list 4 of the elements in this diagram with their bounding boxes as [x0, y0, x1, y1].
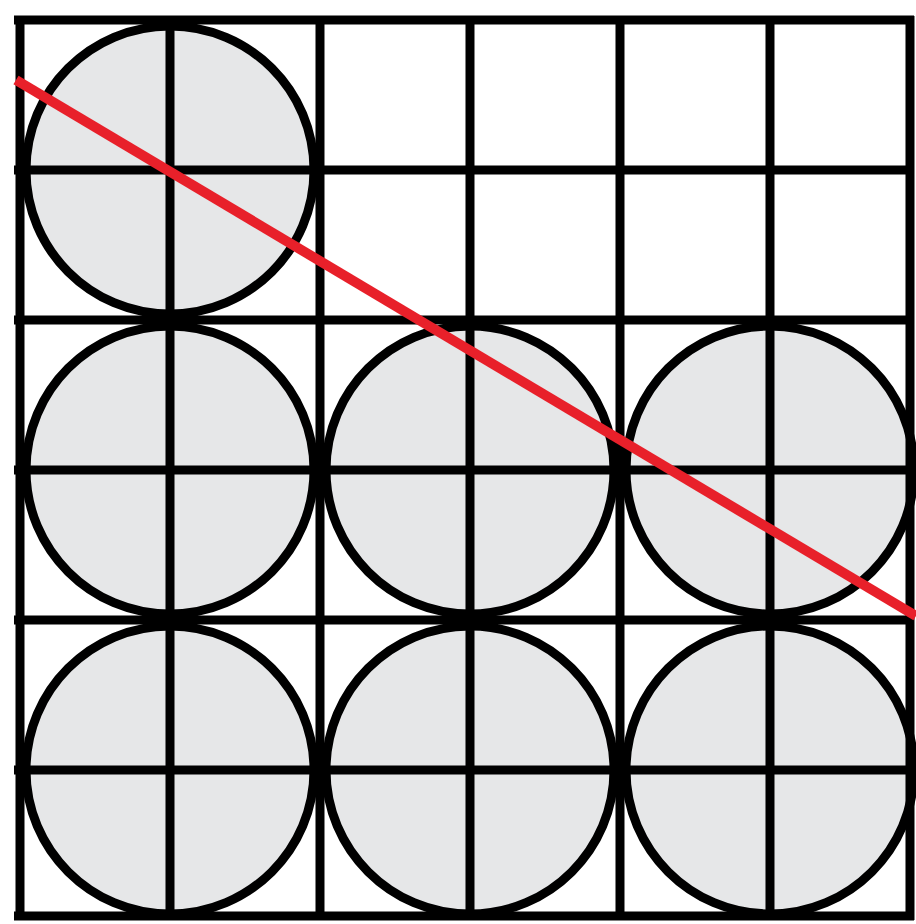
circle: [21, 321, 319, 619]
circle: [321, 321, 619, 619]
circle: [621, 321, 916, 619]
circle: [21, 21, 319, 319]
